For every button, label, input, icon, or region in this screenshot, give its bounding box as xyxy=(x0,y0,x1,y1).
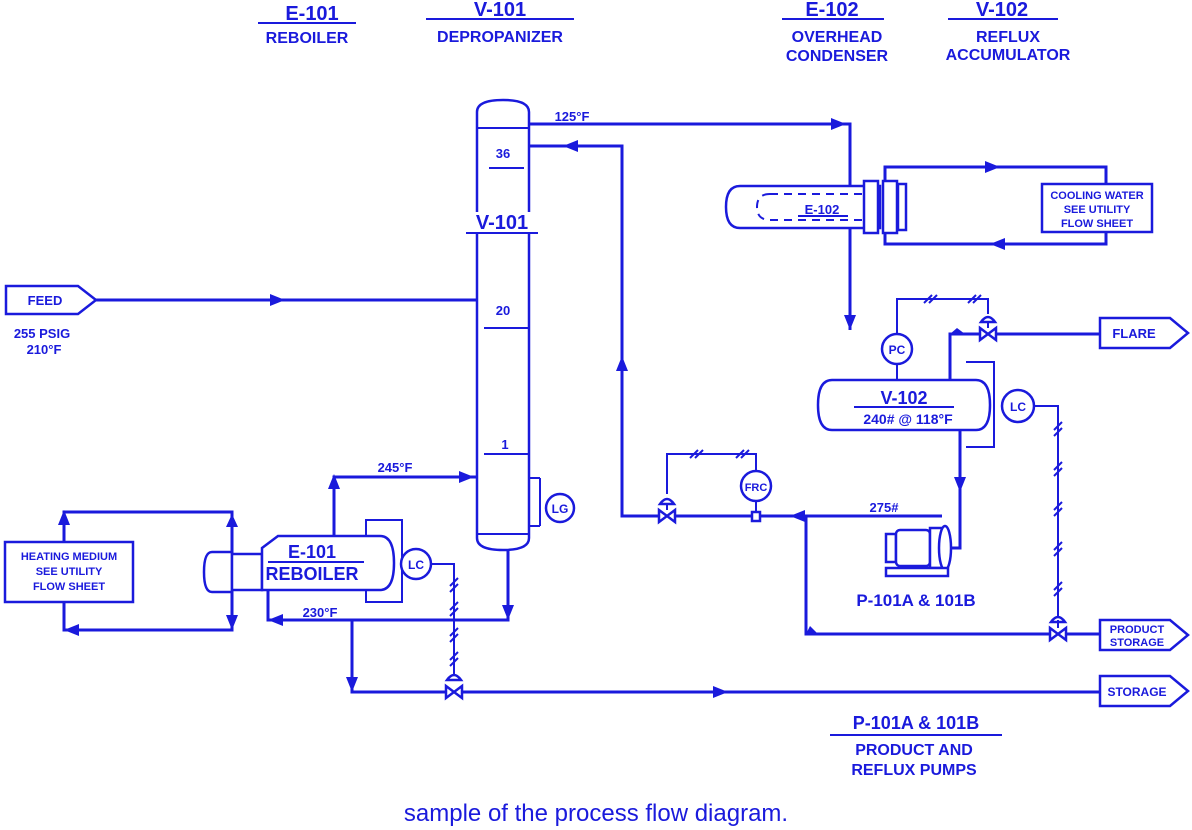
header-e102-tag: E-102 xyxy=(805,0,858,21)
feed-temp: 210°F xyxy=(27,342,62,357)
diagram-caption: sample of the process flow diagram. xyxy=(403,800,789,827)
header-v101-name: DEPROPANIZER xyxy=(437,29,563,46)
header-e102-name-2: CONDENSER xyxy=(786,48,889,65)
level-gauge-label: LG xyxy=(552,502,569,516)
overhead-condenser: E-102 xyxy=(724,179,908,235)
tray-1-label: 1 xyxy=(501,437,508,452)
pressure-control-loop: PC FLARE xyxy=(880,294,1190,380)
flare-label: FLARE xyxy=(1112,326,1156,341)
accumulator-level-control: LC xyxy=(966,361,1063,620)
reboiler-tag-label: E-101 xyxy=(288,542,336,562)
pc-label: PC xyxy=(889,343,906,357)
reflux-pump: P-101A & 101B xyxy=(818,514,976,610)
header-v101: V-101 DEPROPANIZER xyxy=(426,0,574,46)
feed-label: FEED xyxy=(28,293,63,308)
header-e101: E-101 REBOILER xyxy=(258,3,356,47)
cooling-water-line2: SEE UTILITY xyxy=(1064,204,1131,216)
process-flow-diagram: E-101 REBOILER V-101 DEPROPANIZER E-102 … xyxy=(3,0,1190,779)
reboiler-name-label: REBOILER xyxy=(265,564,358,584)
reboiler-lc-label: LC xyxy=(408,558,424,572)
overhead-vapor-line: 125°F xyxy=(529,109,856,330)
product-storage-line2: STORAGE xyxy=(1110,637,1164,649)
product-line: PRODUCT STORAGE xyxy=(804,516,1190,652)
cooling-water-loop: COOLING WATER SEE UTILITY FLOW SHEET xyxy=(883,161,1154,250)
feed-inlet: FEED 255 PSIG 210°F xyxy=(4,284,477,357)
reflux-pressure-label: 275# xyxy=(870,500,900,515)
pump-label: P-101A & 101B xyxy=(856,591,975,610)
reboiler-vapor-return: 245°F xyxy=(328,460,477,536)
pump-caption-line1: PRODUCT AND xyxy=(855,742,973,759)
accumulator-conditions: 240# @ 118°F xyxy=(863,411,953,427)
pump-caption-tag: P-101A & 101B xyxy=(853,713,979,733)
header-v102-tag: V-102 xyxy=(976,0,1028,21)
accumulator-tag-label: V-102 xyxy=(880,388,927,408)
header-e101-name: REBOILER xyxy=(266,30,349,47)
reboiler: E-101 REBOILER xyxy=(202,534,396,594)
heating-line1: HEATING MEDIUM xyxy=(21,551,117,563)
header-v102: V-102 REFLUX ACCUMULATOR xyxy=(946,0,1071,64)
header-e101-tag: E-101 xyxy=(285,3,338,25)
feed-pressure: 255 PSIG xyxy=(14,326,70,341)
header-v102-name-1: REFLUX xyxy=(976,29,1040,46)
overhead-temp-label: 125°F xyxy=(555,109,590,124)
storage-line: STORAGE xyxy=(346,620,1190,708)
header-e102-name-1: OVERHEAD xyxy=(792,29,883,46)
pump-caption: P-101A & 101B PRODUCT AND REFLUX PUMPS xyxy=(830,713,1002,779)
column-tag-label: V-101 xyxy=(476,212,528,234)
level-gauge: LG xyxy=(529,477,576,527)
heating-line3: FLOW SHEET xyxy=(33,581,105,593)
storage-label: STORAGE xyxy=(1107,685,1166,699)
bottom-temp-label: 230°F xyxy=(303,605,338,620)
tray-36-label: 36 xyxy=(496,146,510,161)
header-v102-name-2: ACCUMULATOR xyxy=(946,47,1071,64)
column-bottoms-line: 230°F xyxy=(266,550,514,626)
frc-label: FRC xyxy=(745,482,768,494)
vapor-return-temp: 245°F xyxy=(378,460,413,475)
cooling-water-line3: FLOW SHEET xyxy=(1061,218,1133,230)
cooling-water-line1: COOLING WATER xyxy=(1050,190,1143,202)
tray-20-label: 20 xyxy=(496,303,510,318)
header-v101-tag: V-101 xyxy=(474,0,526,21)
pump-caption-line2: REFLUX PUMPS xyxy=(851,762,977,779)
heating-line2: SEE UTILITY xyxy=(36,566,103,578)
accumulator-lc-label: LC xyxy=(1010,400,1026,414)
header-e102: E-102 OVERHEAD CONDENSER xyxy=(782,0,889,65)
reflux-return-line: FRC 275# xyxy=(529,140,900,525)
depropanizer-column: 36 20 1 V-101 xyxy=(464,98,540,552)
condenser-tag-label: E-102 xyxy=(805,202,840,217)
reflux-accumulator: V-102 240# @ 118°F xyxy=(816,378,992,432)
product-storage-line1: PRODUCT xyxy=(1110,624,1165,636)
reboiler-level-control: LC xyxy=(365,519,459,680)
